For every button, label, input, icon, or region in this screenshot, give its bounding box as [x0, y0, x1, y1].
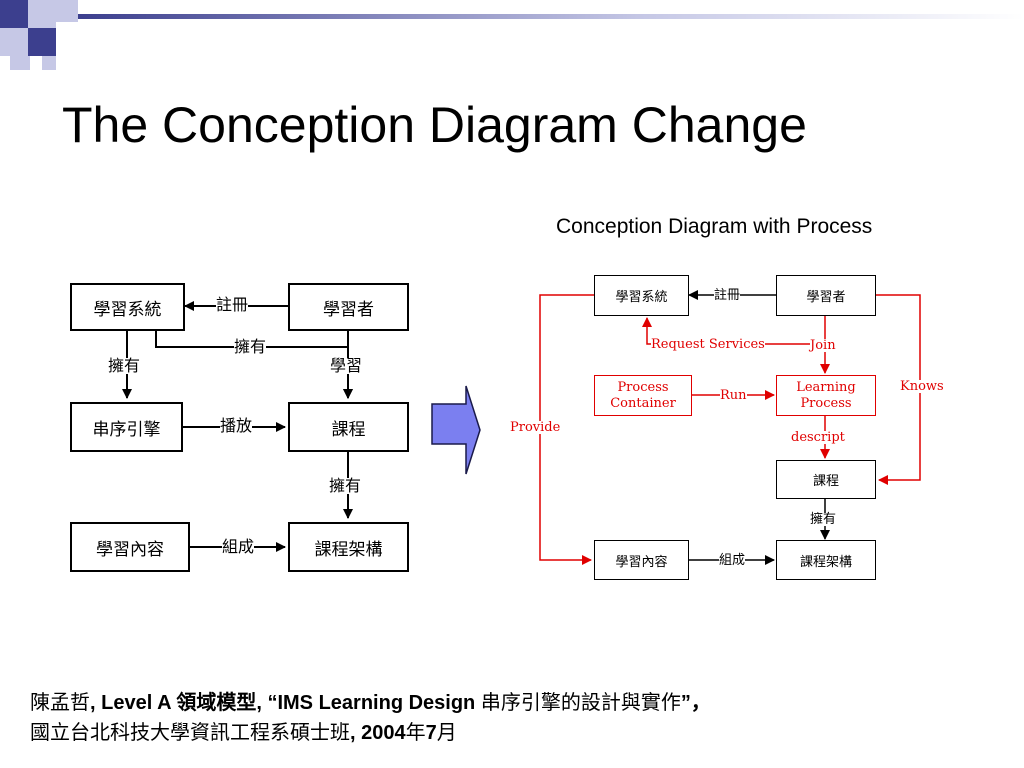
label-run: Run: [720, 388, 747, 403]
label-provide: Provide: [510, 420, 561, 435]
header-gradient-bar: [78, 14, 1024, 19]
edge-request-services: [642, 317, 825, 345]
node-course-structure: 課程架構: [288, 522, 409, 572]
node-right-course: 課程: [776, 460, 876, 499]
node-process-container: Process Container: [594, 375, 692, 416]
node-right-course-structure: 課程架構: [776, 540, 876, 580]
label-own-left: 擁有: [108, 356, 141, 375]
deco-square: [42, 56, 56, 70]
right-diagram-black-edges: [688, 290, 830, 565]
label-own-top: 擁有: [234, 337, 267, 356]
node-learning-system: 學習系統: [70, 283, 185, 331]
citation-sep: ,: [90, 692, 102, 714]
label-own-right: 擁有: [329, 476, 362, 495]
label-knows: Knows: [900, 379, 944, 394]
label-learn: 學習: [330, 356, 363, 375]
citation-month: 7: [425, 722, 437, 744]
citation-year-unit: 年: [405, 722, 426, 744]
deco-square: [10, 56, 30, 70]
citation: 陳孟哲, Level A 領域模型, “IMS Learning Design …: [30, 688, 711, 748]
label-play: 播放: [220, 416, 253, 435]
node-learning-content: 學習內容: [70, 522, 190, 572]
label-request-services: Request Services: [651, 337, 765, 352]
citation-topic: 領域模型,: [170, 692, 268, 714]
transition-arrow: [431, 385, 481, 475]
deco-square: [0, 0, 28, 28]
citation-sep2: ,: [350, 722, 362, 744]
label-right-register: 註冊: [714, 288, 741, 303]
citation-author: 陳孟哲: [30, 692, 90, 714]
page-title: The Conception Diagram Change: [62, 97, 807, 153]
citation-institution: 國立台北科技大學資訊工程系碩士班: [30, 722, 350, 744]
diagram-subtitle: Conception Diagram with Process: [556, 215, 873, 238]
label-compose: 組成: [222, 537, 255, 556]
node-learner: 學習者: [288, 283, 409, 331]
label-join: Join: [810, 338, 836, 353]
node-course: 課程: [288, 402, 409, 452]
label-right-own: 擁有: [810, 512, 837, 527]
node-right-learner: 學習者: [776, 275, 876, 316]
right-diagram-red-edges: [539, 294, 921, 565]
citation-line-2: 國立台北科技大學資訊工程系碩士班, 2004年7月: [30, 718, 711, 748]
citation-month-unit: 月: [436, 722, 457, 744]
node-learning-process: Learning Process: [776, 375, 876, 416]
node-right-learning-system: 學習系統: [594, 275, 689, 316]
label-register: 註冊: [216, 295, 249, 314]
label-descript: descript: [791, 430, 845, 445]
node-sequence-engine: 串序引擎: [70, 402, 183, 452]
deco-square: [56, 0, 78, 22]
label-right-compose: 組成: [719, 553, 746, 568]
citation-level: Level A: [101, 692, 171, 714]
node-right-learning-content: 學習內容: [594, 540, 689, 580]
citation-thesis: 串序引擎的設計與實作: [475, 692, 681, 714]
learning-process-text: Learning Process: [796, 379, 856, 411]
process-container-text: Process Container: [610, 379, 676, 411]
deco-square: [28, 0, 56, 28]
deco-square: [0, 28, 28, 56]
corner-decoration: [0, 0, 1024, 70]
deco-square: [28, 28, 56, 56]
citation-year: 2004: [361, 722, 406, 744]
citation-line-1: 陳孟哲, Level A 領域模型, “IMS Learning Design …: [30, 688, 711, 718]
citation-quote-open: “: [267, 692, 278, 714]
citation-ims: IMS Learning Design: [277, 692, 476, 714]
citation-quote-close: ”，: [680, 692, 711, 714]
